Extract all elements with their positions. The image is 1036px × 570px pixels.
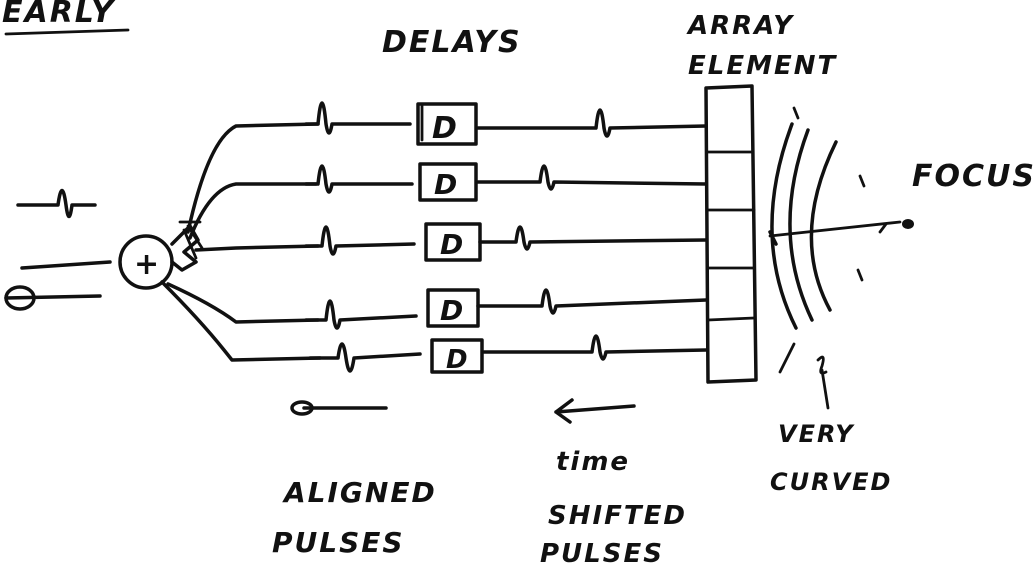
early-marker-line (6, 296, 100, 298)
label-time: time (556, 447, 630, 477)
shifted-pulse-3 (480, 227, 706, 249)
label-array-line2: ELEMENT (688, 51, 837, 81)
shifted-pulse-4 (478, 290, 706, 313)
delay-box-4: D (428, 290, 478, 327)
aligned-pulse-4 (306, 301, 416, 328)
delay-box-3: D (426, 224, 480, 261)
delay-box-2: D (420, 164, 476, 201)
early-underline (6, 30, 128, 34)
shifted-pulse-5 (484, 336, 706, 359)
focus-tick-marks (794, 108, 864, 280)
label-focus: FOCUS (912, 159, 1036, 194)
aligned-pulse-1 (306, 103, 410, 133)
aligned-pulse-5 (310, 344, 420, 371)
delay-box-label: D (440, 294, 465, 327)
branch-line-2 (190, 184, 316, 238)
wavefront-2 (790, 130, 812, 320)
branch-line-3 (196, 246, 318, 250)
delay-box-label: D (434, 168, 459, 201)
very-curved-arrow-stem (780, 344, 794, 372)
branch-line-1 (188, 124, 318, 232)
input-line (22, 262, 110, 268)
shifted-pulse-1 (478, 110, 706, 136)
label-aligned: ALIGNED (282, 476, 437, 509)
label-very: VERY (778, 420, 855, 448)
delay-box-1: D (418, 104, 476, 146)
branch-line-4 (168, 284, 318, 322)
delay-box-label: D (446, 345, 470, 375)
summer-symbol: + (134, 247, 161, 282)
label-pulses-left: PULSES (272, 526, 405, 559)
wavefront-3 (811, 142, 836, 310)
delay-box-5: D (432, 340, 482, 375)
label-array-line1: ARRAY (686, 11, 795, 41)
very-curved-pointer (818, 357, 828, 408)
label-delays: DELAYS (382, 25, 522, 60)
delay-box-label: D (440, 228, 465, 261)
label-pulses-right: PULSES (540, 539, 664, 569)
time-arrow (556, 400, 634, 422)
array-element (706, 86, 756, 382)
wavefront-1 (772, 124, 796, 328)
aligned-pulse-3 (306, 227, 414, 254)
label-early: EARLY (2, 0, 116, 30)
delay-box-label: D (432, 111, 459, 146)
label-shifted: SHIFTED (548, 501, 687, 531)
input-pulse (18, 191, 95, 217)
shifted-pulse-2 (478, 166, 706, 189)
label-curved: CURVED (770, 468, 892, 496)
focus-point (903, 220, 913, 228)
aligned-pulse-2 (306, 166, 412, 192)
